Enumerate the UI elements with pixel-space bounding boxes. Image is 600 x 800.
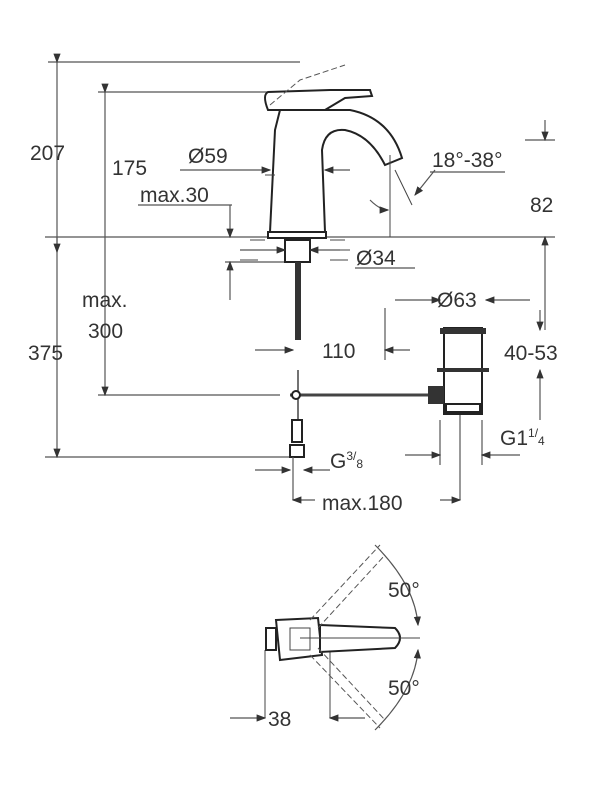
label-inlet-thread: G3/8: [330, 449, 363, 473]
label-max-depth-1: max.: [82, 289, 128, 312]
dimension-labels: 207 175 Ø59 18°-38° max.30 82 Ø34 max. 3…: [28, 142, 558, 731]
label-max-distance: max.180: [322, 492, 403, 515]
label-max-thickness: max.30: [140, 184, 209, 207]
label-height-total: 207: [30, 142, 65, 165]
label-drain-thread: G11/4: [500, 426, 545, 450]
label-total-depth: 375: [28, 342, 63, 365]
label-spout-height: 82: [530, 194, 553, 217]
faucet-top-view: [230, 544, 421, 731]
label-spout-angle: 18°-38°: [432, 149, 503, 172]
faucet-side-view: [240, 64, 489, 500]
label-drain-range: 40-53: [504, 342, 558, 365]
label-angle-lower: 50°: [388, 677, 420, 700]
label-hole-diameter: Ø34: [356, 247, 396, 270]
label-width: 38: [268, 708, 291, 731]
vertical-dimensions: [53, 53, 549, 459]
label-reach: 110: [322, 340, 355, 363]
label-angle-upper: 50°: [388, 579, 420, 602]
label-max-depth-2: 300: [88, 320, 123, 343]
label-drain-diameter: Ø63: [437, 289, 477, 312]
label-height-outlet: 175: [112, 157, 147, 180]
horizontal-dimensions: [138, 166, 530, 504]
label-body-diameter: Ø59: [188, 145, 228, 168]
